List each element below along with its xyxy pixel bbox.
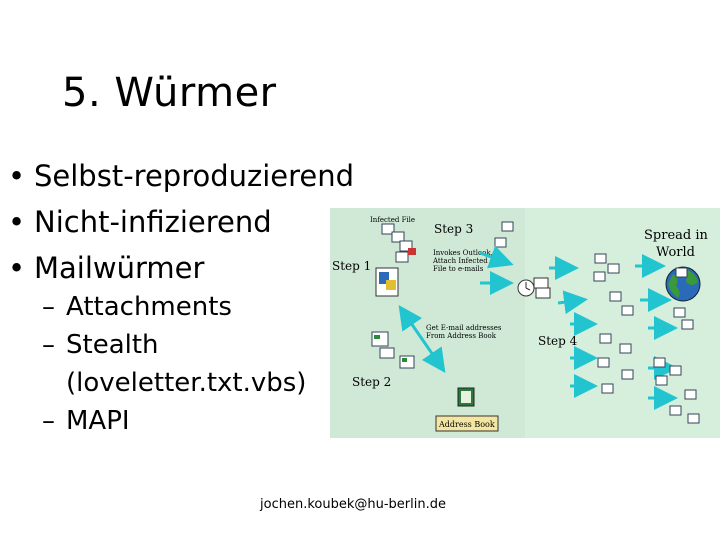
arrow (479, 245, 514, 269)
infected-file-label: Infected File (370, 216, 415, 224)
bullet-list: •Selbst-reproduzierend •Nicht-infizieren… (8, 153, 354, 291)
bullet-marker: • (8, 205, 26, 239)
step3-desc-line3: File to e-mails (433, 265, 484, 273)
address-book-icons (371, 331, 415, 369)
bullet-text: Selbst-reproduzierend (34, 159, 355, 193)
bullet-text: Mailwürmer (34, 251, 205, 285)
spread-label-line1: Spread in (644, 228, 708, 243)
sub-bullet-item: –MAPI (42, 402, 306, 440)
sub-bullet-marker: – (42, 406, 55, 436)
address-book-icon (457, 387, 475, 407)
infected-files-icon (381, 223, 416, 263)
step3-label: Step 3 (434, 222, 473, 236)
sub-bullet-item: –Attachments (42, 288, 306, 326)
bullet-item: •Selbst-reproduzierend (8, 153, 354, 199)
double-arrow (398, 305, 446, 373)
slide-title: 5. Würmer (62, 70, 277, 116)
footer-email: jochen.koubek@hu-berlin.de (260, 497, 446, 512)
bullet-marker: • (8, 251, 26, 285)
sub-bullet-item: –Stealth (loveletter.txt.vbs) (42, 326, 306, 402)
globe-icon (665, 266, 701, 302)
sub-bullet-marker: – (42, 292, 55, 322)
step2-label: Step 2 (352, 375, 391, 389)
bullet-text: Nicht-infizierend (34, 205, 272, 239)
step2-desc-line1: Get E-mail addresses (426, 324, 502, 332)
sub-bullet-marker: – (42, 330, 55, 360)
step1-label: Step 1 (332, 259, 371, 273)
sub-bullet-text: Attachments (66, 292, 232, 322)
infected-computer-icons (593, 253, 700, 424)
bullet-item: •Nicht-infizierend (8, 199, 354, 245)
sub-bullet-list: –Attachments –Stealth(loveletter.txt.vbs… (42, 288, 306, 440)
address-book-label: Address Book (438, 420, 495, 429)
spread-label-line2: World (656, 245, 695, 260)
step4-label: Step 4 (538, 334, 578, 348)
worm-spread-diagram: Infected File Step 1 Step 3 Invokes Outl… (330, 208, 720, 438)
bullet-marker: • (8, 159, 26, 193)
step3-desc-line2: Attach Infected (432, 257, 488, 265)
address-book-box (435, 415, 499, 432)
outlook-icon (517, 277, 551, 299)
arrow (557, 290, 588, 315)
step3-desc-line1: Invokes Outlook, (433, 249, 493, 257)
sub-bullet-text: Stealth (66, 330, 159, 360)
document-icon (375, 267, 399, 297)
step2-desc-line2: From Address Book (426, 332, 497, 340)
sub-bullet-text: MAPI (66, 406, 130, 436)
bullet-item: •Mailwürmer (8, 245, 354, 291)
sub-bullet-continuation: (loveletter.txt.vbs) (66, 368, 307, 398)
